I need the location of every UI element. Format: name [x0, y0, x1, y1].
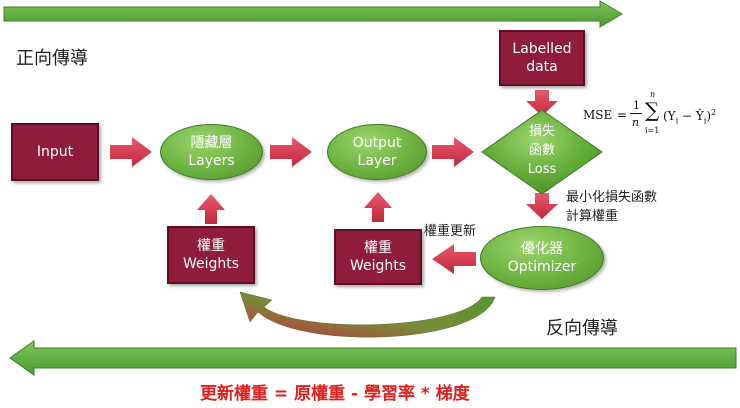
- labelled-data-line2: data: [526, 59, 558, 75]
- arrow-hidden-to-output: [270, 137, 312, 167]
- mse-frac-bar: [630, 113, 642, 114]
- weights2-line1: 權重: [364, 240, 392, 256]
- arrow-weights2-to-output: [364, 192, 392, 222]
- weights1-line2: Weights: [182, 256, 240, 272]
- mse-sum-top: n: [650, 90, 656, 99]
- arrow-input-to-hidden: [110, 137, 152, 167]
- mse-power: 2: [711, 108, 717, 117]
- arrow-loss-to-optimizer: [526, 193, 558, 219]
- loss-line2: 函數: [528, 143, 555, 158]
- labelled-data-node: Labelled data: [499, 30, 585, 86]
- mse-close: ): [706, 109, 712, 123]
- output-layer-line1: Output: [352, 135, 402, 151]
- loss-line1: 損失: [528, 124, 555, 139]
- backprop-curve-arrow: [239, 291, 496, 338]
- optimizer-line1: 優化器: [521, 241, 563, 257]
- arrow-optimizer-to-weights2: [432, 244, 476, 274]
- input-node-label: Input: [36, 144, 74, 160]
- optimizer-node: 優化器 Optimizer: [480, 226, 604, 290]
- arrow-labelled-to-loss: [526, 90, 558, 116]
- weights-node-output: 權重 Weights: [334, 229, 422, 285]
- output-layer-line2: Layer: [357, 153, 397, 169]
- hidden-layers-node: 隱藏層 Layers: [160, 124, 263, 180]
- mse-minus: −: [678, 109, 696, 123]
- mse-sub-i: i: [675, 116, 679, 126]
- mse-sum-bottom: i=1: [645, 126, 660, 135]
- sigma-icon: ∑: [645, 98, 660, 122]
- mse-equals: =: [617, 108, 628, 122]
- hidden-layers-line1: 隱藏層: [190, 135, 233, 151]
- forward-label: 正向傳導: [16, 48, 88, 69]
- loss-node-text: 損失 函數 Loss: [512, 122, 572, 179]
- weights-node-hidden: 權重 Weights: [167, 226, 255, 284]
- mse-frac-den: n: [632, 116, 640, 129]
- minimize-label-line2: 計算權重: [566, 209, 619, 224]
- arrow-weights1-to-hidden: [197, 194, 225, 224]
- mse-body: (Yi − Ŷi)2: [663, 108, 716, 125]
- mse-yhat: Ŷ: [695, 109, 704, 123]
- loss-line3: Loss: [527, 162, 557, 177]
- loss-diamond: [481, 109, 603, 195]
- weights1-line1: 權重: [197, 238, 225, 254]
- weight-update-label: 權重更新: [424, 224, 477, 239]
- mse-body-open: (Y: [663, 109, 676, 123]
- forward-arrow: [3, 0, 623, 28]
- output-layer-node: Output Layer: [327, 124, 427, 180]
- update-rule-formula: 更新權重 = 原權重 - 學習率 * 梯度: [200, 384, 470, 404]
- arrow-output-to-loss: [432, 137, 474, 167]
- minimize-label-line1: 最小化損失函數: [566, 190, 658, 205]
- backward-label: 反向傳導: [546, 318, 618, 339]
- backward-arrow: [9, 340, 737, 376]
- mse-lhs: MSE: [583, 108, 613, 122]
- optimizer-line2: Optimizer: [507, 259, 577, 275]
- mse-frac-num: 1: [633, 99, 640, 112]
- labelled-data-line1: Labelled: [512, 41, 572, 57]
- mse-formula: MSE = 1 n n ∑ i=1 (Yi − Ŷi)2: [583, 88, 739, 144]
- hidden-layers-line2: Layers: [188, 153, 235, 169]
- mse-sub-i2: i: [703, 116, 707, 126]
- input-node: Input: [11, 123, 99, 181]
- weights2-line2: Weights: [349, 258, 407, 274]
